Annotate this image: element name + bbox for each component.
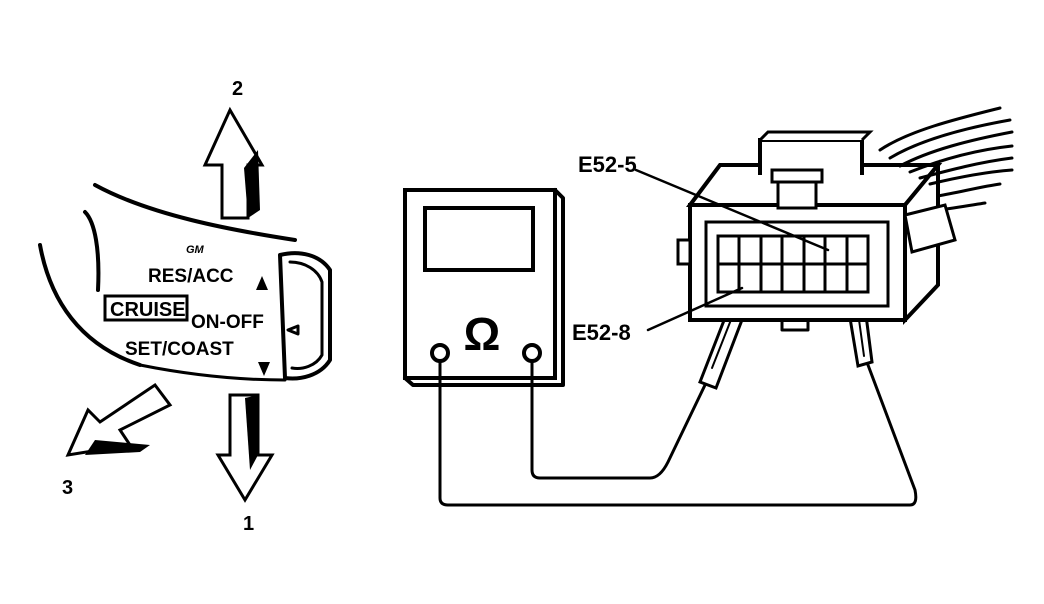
- brand-logo: GM: [186, 244, 205, 256]
- arrow-1-label: 1: [243, 513, 254, 535]
- cruise-label: CRUISE: [110, 299, 186, 321]
- pin-e52-5-label: E52-5: [578, 152, 637, 177]
- ohmmeter: Ω: [403, 188, 565, 387]
- pin-e52-5-leader: [634, 168, 830, 252]
- arrow-3-label: 3: [62, 477, 73, 499]
- pin-e52-8-leader: [646, 286, 744, 332]
- res-acc-arrow-icon: [256, 276, 268, 290]
- set-coast-label: SET/COAST: [125, 339, 234, 360]
- pin-grid: [716, 234, 870, 294]
- cruise-indicator-box: [103, 294, 189, 322]
- wiring-connector: [676, 106, 1014, 332]
- meter-jack-right: [522, 343, 542, 363]
- res-acc-label: RES/ACC: [148, 266, 234, 287]
- pin-e52-8-label: E52-8: [572, 320, 631, 345]
- ohm-icon: Ω: [464, 308, 501, 360]
- arrow-down-left-icon: [65, 382, 173, 457]
- meter-display: [423, 206, 535, 272]
- arrow-2-label: 2: [232, 78, 243, 100]
- arrow-up-icon: [202, 106, 265, 220]
- wire-bundle: [878, 106, 1014, 254]
- cruise-control-switch: GM RES/ACC CRUISE ON-OFF SET/COAST: [38, 183, 332, 382]
- on-off-label: ON-OFF: [191, 312, 264, 333]
- meter-jack-left: [430, 343, 450, 363]
- set-coast-arrow-icon: [258, 362, 270, 376]
- arrow-down-icon: [215, 393, 275, 503]
- test-leads: [438, 359, 918, 507]
